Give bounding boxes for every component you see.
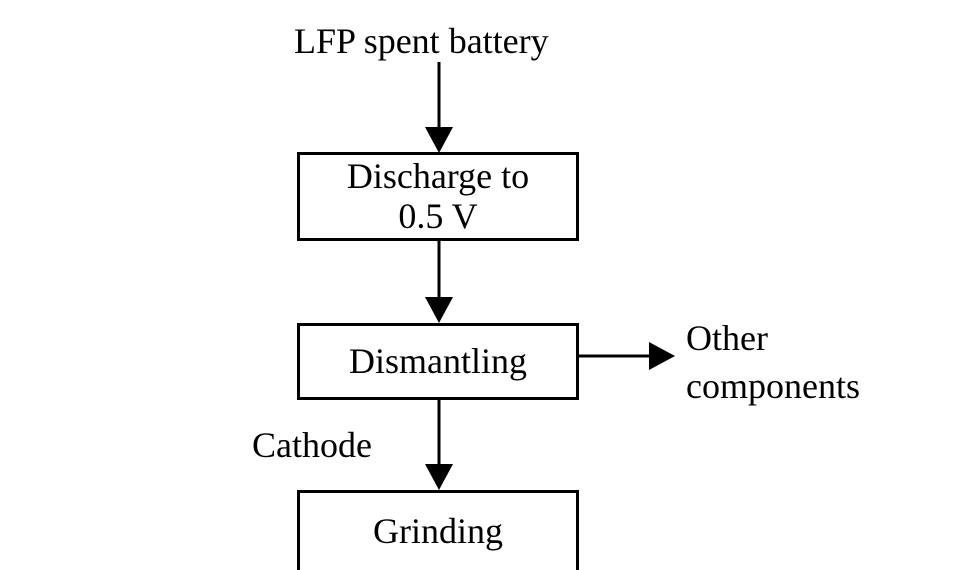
step-grinding-box: Grinding [297,490,579,570]
step-discharge-box: Discharge to 0.5 V [297,152,579,241]
arrow-discharge-to-dismantling [425,240,453,323]
side-output-label: Other components [686,314,860,410]
step-grinding-label: Grinding [373,511,503,551]
edge-label-cathode: Cathode [252,425,372,465]
arrow-input-to-discharge [425,62,453,153]
input-label: LFP spent battery [294,21,549,61]
side-output-line2: components [686,366,860,406]
step-discharge-line1: Discharge to [346,156,530,196]
side-output-line1: Other [686,318,768,358]
step-dismantling-label: Dismantling [349,341,527,381]
arrow-dismantling-to-other [578,342,675,370]
step-discharge-line2: 0.5 V [398,196,478,236]
arrow-dismantling-to-grinding [425,399,453,490]
step-dismantling-box: Dismantling [297,323,579,400]
